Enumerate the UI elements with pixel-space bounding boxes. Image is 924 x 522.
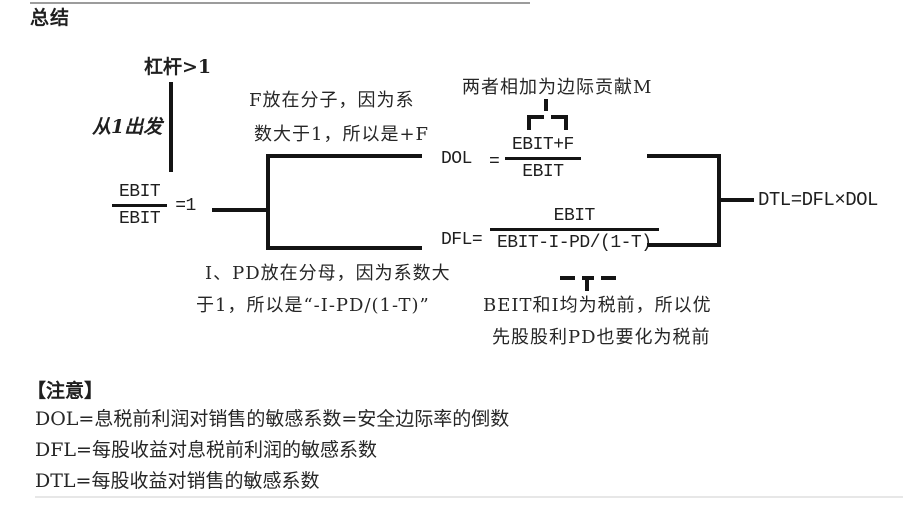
- notice-line-dtl: DTL=每股收益对销售的敏感系数: [35, 470, 320, 492]
- over-brace-right-foot: [564, 115, 568, 130]
- dfl-pretax-note-line1: BEIT和I均为税前，所以优: [483, 295, 712, 316]
- under-brace-right-dash: [601, 276, 616, 280]
- over-brace-stem: [544, 99, 548, 111]
- dol-fraction-denominator: EBIT: [522, 162, 564, 182]
- combine-bracket-top-arm: [647, 154, 721, 158]
- lever-vertical-line: [169, 82, 173, 172]
- dol-fraction: EBIT+F EBIT: [505, 135, 581, 182]
- bottom-faint-line: [35, 496, 903, 498]
- combine-bracket-bottom-arm: [647, 243, 721, 247]
- dol-equals-sign: =: [489, 152, 500, 172]
- top-divider-line: [30, 2, 530, 4]
- connector-line: [212, 208, 267, 212]
- under-brace-stem: [585, 276, 589, 291]
- dtl-formula: DTL=DFL×DOL: [758, 189, 878, 211]
- notice-line-dfl: DFL=每股收益对息税前利润的敏感系数: [35, 439, 377, 461]
- from-one-label: 从1出发: [92, 116, 163, 138]
- page-title: 总结: [30, 7, 71, 29]
- dfl-denominator-note-line1: I、PD放在分母，因为系数大: [205, 263, 451, 284]
- dol-numerator-note-line2: 数大于1，所以是+F: [254, 124, 430, 145]
- combine-bracket-vertical: [717, 154, 721, 247]
- dfl-pretax-note-line2: 先股股利PD也要化为税前: [492, 327, 711, 348]
- dfl-fraction-stack: EBIT EBIT-I-PD/(1-T): [490, 206, 659, 253]
- base-fraction-equals-one: =1: [175, 195, 196, 216]
- notice-header: 【注意】: [27, 380, 104, 402]
- over-brace-left-segment: [527, 115, 544, 119]
- over-brace-right-segment: [551, 115, 568, 119]
- branch-bracket-bottom-arm: [266, 246, 422, 250]
- lever-gt1-label: 杠杆>1: [144, 56, 212, 78]
- branch-bracket-top-arm: [266, 154, 422, 158]
- dol-fraction-numerator: EBIT+F: [505, 135, 581, 160]
- dfl-denominator-note-line2: 于1，所以是“-I-PD/(1-T)”: [196, 295, 430, 316]
- under-brace-left-dash: [560, 276, 575, 280]
- dfl-fraction-denominator: EBIT-I-PD/(1-T): [497, 233, 652, 253]
- branch-bracket-vertical: [266, 154, 270, 250]
- combine-bracket-output-line: [721, 198, 754, 202]
- dfl-label: DFL=: [441, 230, 483, 250]
- dol-fraction-stack: EBIT+F EBIT: [505, 135, 581, 182]
- base-fraction-denominator: EBIT: [119, 209, 161, 229]
- notice-line-dol: DOL=息税前利润对销售的敏感系数=安全边际率的倒数: [35, 408, 510, 430]
- dfl-fraction: EBIT EBIT-I-PD/(1-T): [490, 206, 659, 253]
- dol-numerator-note-line1: F放在分子，因为系: [249, 90, 415, 111]
- base-fraction-stack: EBIT EBIT: [112, 182, 168, 229]
- base-fraction-numerator: EBIT: [112, 182, 168, 207]
- contribution-margin-note: 两者相加为边际贡献M: [462, 77, 653, 98]
- dol-label: DOL: [441, 149, 472, 169]
- over-brace-left-foot: [527, 115, 531, 130]
- base-fraction: EBIT EBIT =1: [112, 182, 196, 229]
- dfl-fraction-numerator: EBIT: [490, 206, 659, 231]
